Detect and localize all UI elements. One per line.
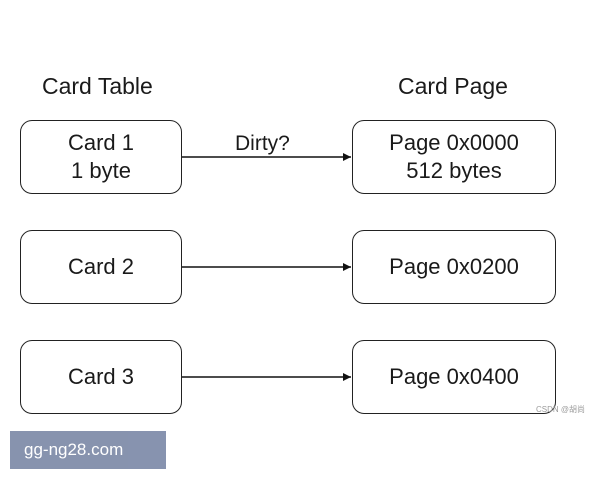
page-0400-title: Page 0x0400 (389, 364, 519, 389)
edge-label-dirty: Dirty? (235, 132, 290, 155)
card-2-box: Card 2 (20, 230, 182, 304)
csdn-watermark: CSDN @胡尚 (536, 405, 586, 414)
card-1-detail: 1 byte (71, 158, 131, 183)
card-2-title: Card 2 (67, 254, 135, 279)
page-0400-box: Page 0x0400 (352, 340, 556, 414)
page-0000-box: Page 0x0000 512 bytes (352, 120, 556, 194)
page-0000-detail: 512 bytes (406, 158, 502, 183)
page-0200-box: Page 0x0200 (352, 230, 556, 304)
page-0200-title: Page 0x0200 (389, 254, 519, 279)
card-1-box: Card 1 1 byte (20, 120, 182, 194)
card-1-title: Card 1 (67, 130, 135, 155)
card-table-heading: Card Table (42, 73, 153, 99)
page-0000-title: Page 0x0000 (389, 130, 519, 155)
url-watermark-banner: gg-ng28.com (10, 431, 166, 469)
card-page-heading: Card Page (398, 73, 508, 99)
card-3-title: Card 3 (67, 364, 135, 389)
card-3-box: Card 3 (20, 340, 182, 414)
